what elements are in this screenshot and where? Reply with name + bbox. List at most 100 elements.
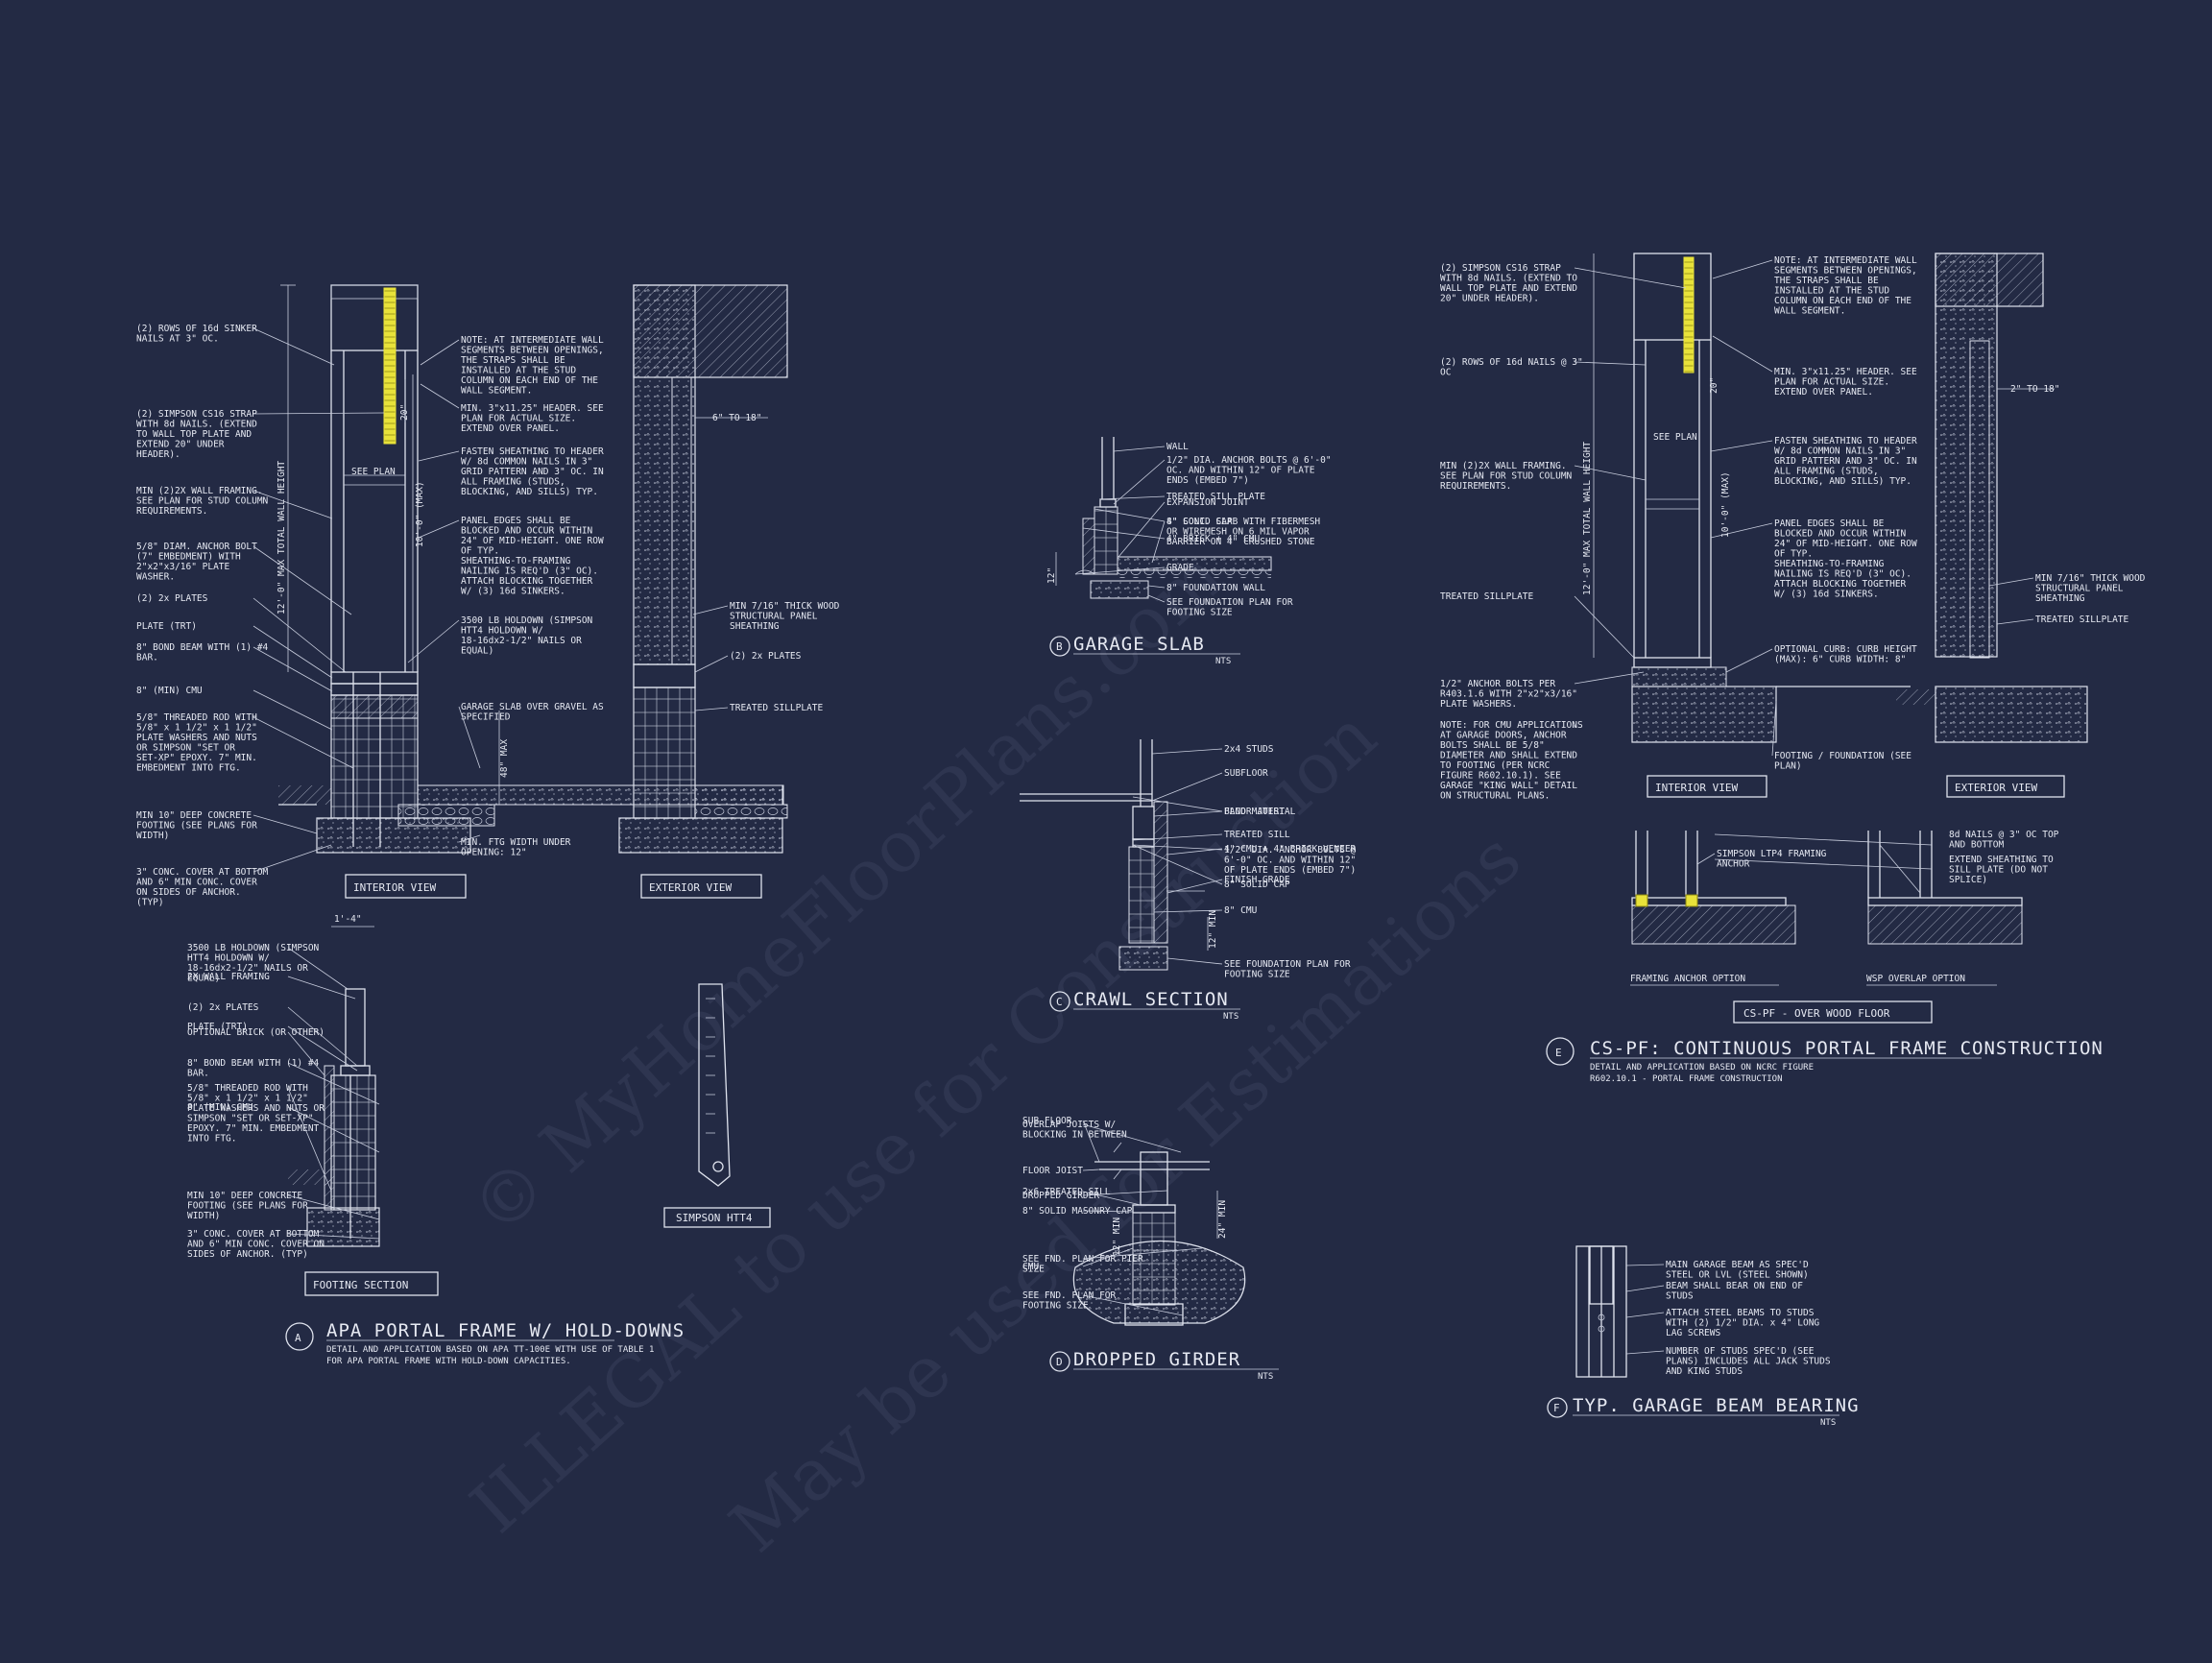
d-notes-leader-8: [1082, 1294, 1184, 1316]
a-foot-note-6: 8" (MIN) CMU: [187, 1102, 253, 1113]
e-mid-note-4: OPTIONAL CURB: CURB HEIGHT(MAX): 6" CURB…: [1774, 644, 1917, 665]
c-notes-note-9: 1/2" DIA. ANCHOR BOLTS @6'-0" OC. AND WI…: [1224, 845, 1357, 876]
a-foot-note-4: OPTIONAL BRICK (OR OTHER): [187, 1027, 325, 1038]
a-mid-leader-5: [458, 706, 481, 769]
d-notes-leader-0: [1082, 1120, 1100, 1163]
c-notes-leader-8: [1132, 833, 1223, 841]
a-left-note-3: 5/8" DIAM. ANCHOR BOLT(7" EMBEDMENT) WIT…: [136, 542, 257, 583]
detail-e-title-block: E CS-PF: CONTINUOUS PORTAL FRAME CONSTRU…: [1546, 1037, 2103, 1084]
dim-12-total-height: 12'-0" MAX TOTAL WALL HEIGHT: [276, 461, 287, 615]
b-notes-note-8: 4" BRICK + 4" CMU: [1166, 534, 1261, 544]
e-left-leader-4: [1574, 671, 1645, 685]
c-notes-note-8: TREATED SILL: [1224, 830, 1290, 840]
b-notes-note-1: 1/2" DIA. ANCHOR BOLTS @ 6'-0"OC. AND WI…: [1166, 455, 1332, 486]
b-notes-note-7: 8" SOLID CAP: [1166, 517, 1233, 527]
exterior-view-label: EXTERIOR VIEW: [649, 881, 732, 894]
d-notes-note-0: SUB FLOOR: [1022, 1116, 1072, 1126]
e-opt-leader-0: [1696, 853, 1716, 865]
a-ext-leader-1: [694, 655, 729, 673]
interior-view-label: INTERIOR VIEW: [353, 881, 436, 894]
e-mid-leader-1: [1712, 335, 1773, 373]
see-plan-label-e: SEE PLAN: [1653, 432, 1697, 443]
a-foot-note-1: 2X WALL FRAMING: [187, 972, 270, 982]
e-left-note-3: TREATED SILLPLATE: [1440, 591, 1534, 602]
detail-b-title: GARAGE SLAB: [1073, 634, 1205, 655]
a-left-note-7: 8" (MIN) CMU: [136, 686, 203, 696]
dim-1-4: 1'-4": [334, 914, 362, 925]
f-notes-leader-3: [1625, 1350, 1665, 1355]
a-foot-note-3: PLATE (TRT): [187, 1022, 248, 1032]
detail-c-marker: C: [1056, 996, 1063, 1008]
detail-e-marker: E: [1555, 1047, 1562, 1059]
b-notes-leader-0: [1113, 446, 1166, 452]
detail-d-dim-2: 12" MIN: [1112, 1217, 1122, 1256]
e-left-leader-3: [1574, 595, 1635, 659]
a-mid-leader-6: [458, 834, 481, 843]
c-notes-note-1: SUBFLOOR: [1224, 768, 1268, 779]
a-left-leader-9: [252, 814, 318, 834]
a-foot-leader-7: [287, 1087, 332, 1192]
d-notes-note-3: 8" SOLID MASONRY CAP: [1022, 1206, 1133, 1217]
simpson-htt4-label: SIMPSON HTT4: [676, 1212, 753, 1224]
footing-section-label: FOOTING SECTION: [313, 1279, 408, 1291]
a-foot-leader-4: [287, 1031, 325, 1076]
a-ext-leader-0: [692, 605, 729, 615]
dim-6-to-18: 6" TO 18": [712, 413, 761, 423]
a-mid-leader-3: [418, 519, 460, 539]
a-left-leader-10: [252, 844, 332, 873]
detail-e-exterior-view: 2" TO 18" EXTERIOR VIEW: [1896, 253, 2088, 798]
e-ext-leader-1: [1996, 618, 2034, 625]
a-foot-leader-2: [287, 1006, 358, 1067]
detail-f-nts: NTS: [1820, 1418, 1836, 1428]
e-left-note-1: (2) ROWS OF 16d NAILS @ 3"OC: [1440, 357, 1583, 378]
c-notes-leader-3: [1166, 848, 1223, 856]
simpson-strap: [383, 287, 397, 445]
e-left-note-2: MIN (2)2X WALL FRAMING.SEE PLAN FOR STUD…: [1440, 461, 1573, 492]
e-left-leader-1: [1574, 361, 1647, 366]
b-notes-note-6: TREATED SILL PLATE: [1166, 492, 1265, 502]
over-wood-floor-label: CS-PF - OVER WOOD FLOOR: [1743, 1007, 1890, 1020]
e-ext-leader-0: [1988, 577, 2034, 587]
dim-e-20: 20": [1709, 377, 1719, 394]
detail-e-subtitle-1: DETAIL AND APPLICATION BASED ON NCRC FIG…: [1590, 1063, 1814, 1073]
b-notes-note-4: 8" FOUNDATION WALL: [1166, 583, 1265, 593]
detail-f-title: TYP. GARAGE BEAM BEARING: [1573, 1395, 1860, 1416]
c-notes-note-0: 2x4 STUDS: [1224, 744, 1274, 755]
a-mid-leader-0: [420, 339, 460, 366]
see-plan-label: SEE PLAN: [351, 467, 396, 477]
b-notes-leader-9: [1074, 566, 1166, 575]
c-notes-leader-0: [1151, 748, 1223, 755]
wsp-overlap-option-label: WSP OVERLAP OPTION: [1866, 974, 1965, 984]
a-mid-leader-2: [418, 450, 460, 462]
d-notes-note-2: 2x6 TREATED SILL: [1022, 1187, 1111, 1197]
detail-d-dim-1: 24" MIN: [1217, 1200, 1228, 1239]
d-notes-leader-1: [1082, 1169, 1100, 1171]
a-foot-leader-3: [287, 1025, 358, 1072]
c-notes-note-5: 8" CMU: [1224, 905, 1258, 916]
e-opt-leader-1: [1714, 833, 1933, 846]
detail-a-footing-section: 1'-4" FOOTING SECTION: [288, 914, 439, 1296]
